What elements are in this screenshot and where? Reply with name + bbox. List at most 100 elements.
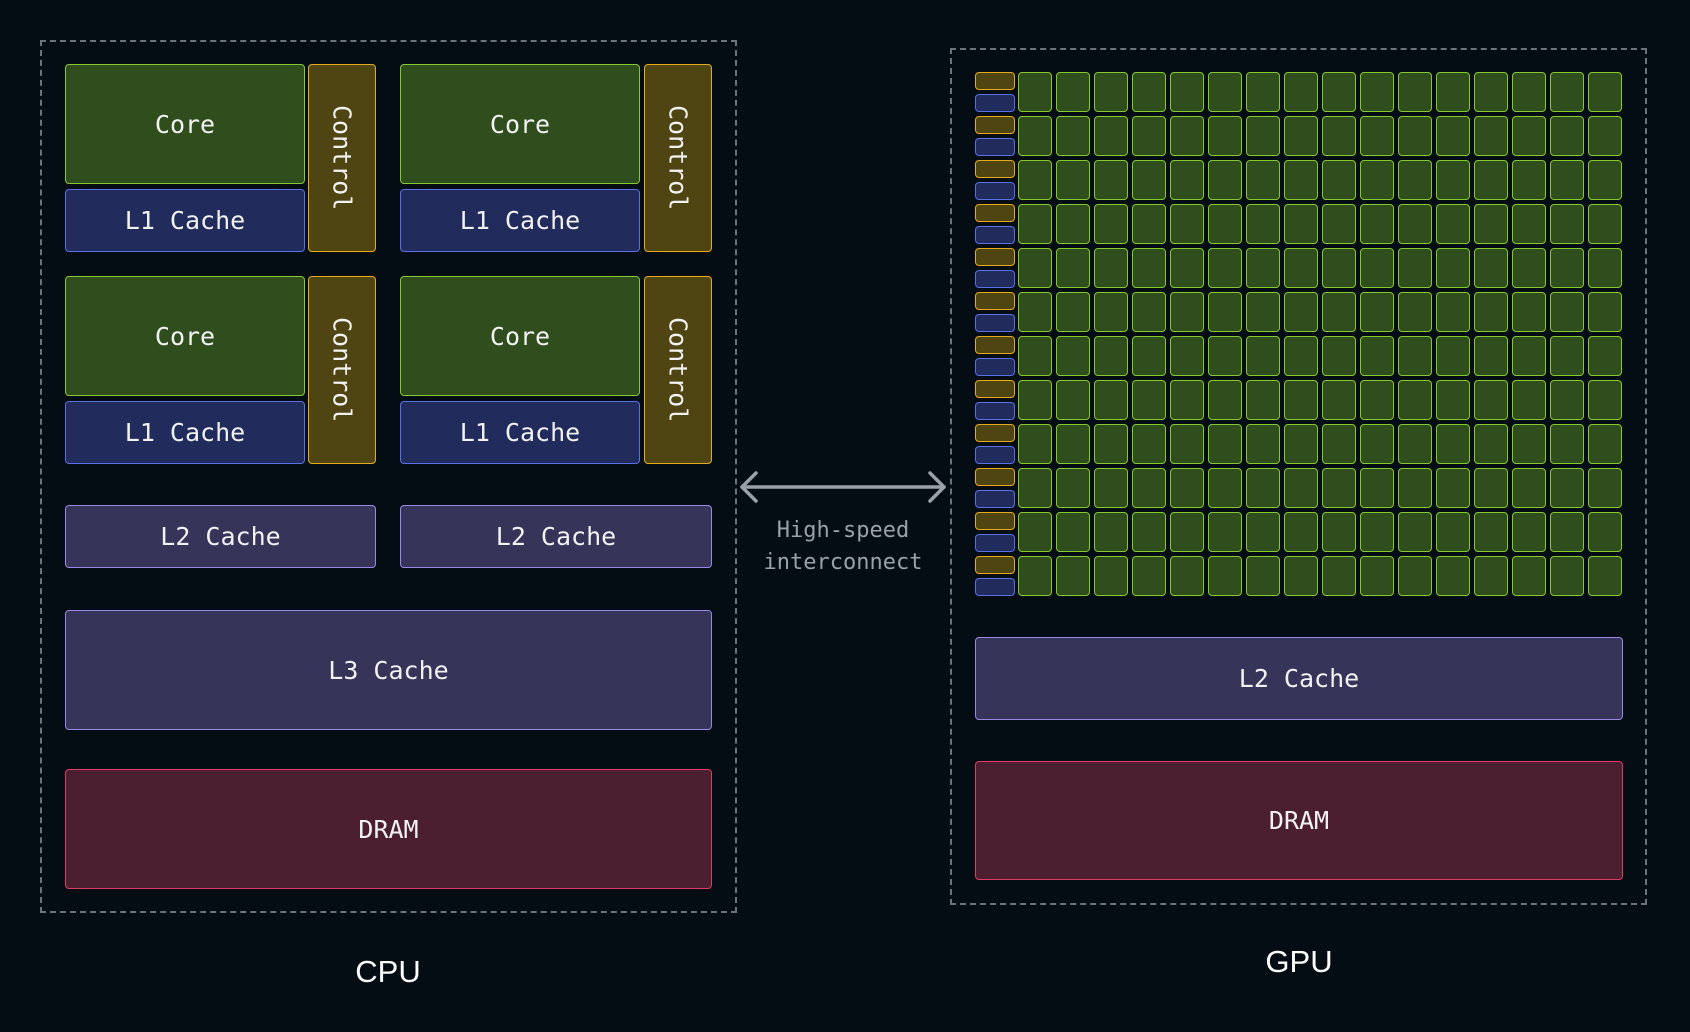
gpu-core xyxy=(1322,336,1356,376)
gpu-core xyxy=(1170,336,1204,376)
gpu-core xyxy=(1512,468,1546,508)
gpu-control-unit xyxy=(975,380,1015,398)
l1-label: L1 Cache xyxy=(124,418,246,447)
gpu-core xyxy=(1550,116,1584,156)
gpu-core xyxy=(1398,160,1432,200)
gpu-core xyxy=(1284,116,1318,156)
gpu-core xyxy=(1094,556,1128,596)
gpu-core xyxy=(1170,292,1204,332)
gpu-core xyxy=(1550,72,1584,112)
l2-label: L2 Cache xyxy=(160,522,281,551)
gpu-core xyxy=(1474,424,1508,464)
gpu-l1-cache-unit xyxy=(975,402,1015,420)
gpu-core xyxy=(1436,424,1470,464)
gpu-core xyxy=(1132,380,1166,420)
gpu-core xyxy=(1246,248,1280,288)
gpu-core xyxy=(1246,336,1280,376)
gpu-core xyxy=(1284,160,1318,200)
core-label: Core xyxy=(154,321,216,351)
gpu-core xyxy=(1398,556,1432,596)
gpu-dram: DRAM xyxy=(975,761,1623,880)
gpu-l1-cache-unit xyxy=(975,490,1015,508)
gpu-core xyxy=(1208,336,1242,376)
gpu-core xyxy=(1132,556,1166,596)
gpu-core xyxy=(1284,468,1318,508)
cpu-control-1: Control xyxy=(308,64,376,252)
gpu-core xyxy=(1436,204,1470,244)
gpu-core xyxy=(1436,248,1470,288)
gpu-core xyxy=(1474,380,1508,420)
gpu-control-unit xyxy=(975,292,1015,310)
gpu-control-unit xyxy=(975,160,1015,178)
gpu-core xyxy=(1170,160,1204,200)
gpu-core xyxy=(1018,204,1052,244)
gpu-control-unit xyxy=(975,556,1015,574)
gpu-core xyxy=(1550,336,1584,376)
gpu-core xyxy=(1474,556,1508,596)
gpu-core xyxy=(1512,512,1546,552)
gpu-core xyxy=(1284,204,1318,244)
cpu-l3-cache: L3 Cache xyxy=(65,610,712,730)
gpu-control-unit xyxy=(975,336,1015,354)
gpu-control-unit xyxy=(975,248,1015,266)
gpu-core xyxy=(1550,380,1584,420)
gpu-control-unit xyxy=(975,204,1015,222)
gpu-l1-cache-unit xyxy=(975,358,1015,376)
l3-label: L3 Cache xyxy=(328,655,449,685)
gpu-l1-cache-unit xyxy=(975,578,1015,596)
gpu-core xyxy=(1398,468,1432,508)
gpu-control-unit xyxy=(975,468,1015,486)
gpu-core xyxy=(1094,160,1128,200)
gpu-core xyxy=(1474,116,1508,156)
gpu-core xyxy=(1512,556,1546,596)
gpu-core xyxy=(1322,380,1356,420)
gpu-core xyxy=(1170,116,1204,156)
gpu-control-unit xyxy=(975,512,1015,530)
gpu-core xyxy=(1550,248,1584,288)
gpu-core xyxy=(1094,292,1128,332)
gpu-core xyxy=(1588,160,1622,200)
dram-label: DRAM xyxy=(358,814,419,844)
gpu-core xyxy=(1322,72,1356,112)
gpu-core xyxy=(1322,248,1356,288)
gpu-core xyxy=(1398,116,1432,156)
gpu-core xyxy=(1246,468,1280,508)
control-label: Control xyxy=(327,317,357,423)
cpu-core-2: Core xyxy=(400,64,640,184)
gpu-core xyxy=(1436,556,1470,596)
gpu-core xyxy=(1436,72,1470,112)
gpu-core xyxy=(1056,204,1090,244)
dram-label: DRAM xyxy=(1268,806,1330,835)
gpu-core xyxy=(1170,248,1204,288)
gpu-core xyxy=(1588,556,1622,596)
gpu-core xyxy=(1512,336,1546,376)
l2-label: L2 Cache xyxy=(495,522,617,551)
gpu-core xyxy=(1208,424,1242,464)
gpu-core xyxy=(1208,512,1242,552)
gpu-core xyxy=(1056,424,1090,464)
gpu-core xyxy=(1132,204,1166,244)
gpu-core xyxy=(1322,292,1356,332)
gpu-core xyxy=(1512,160,1546,200)
gpu-core xyxy=(1588,292,1622,332)
cpu-l1-cache-1: L1 Cache xyxy=(65,189,305,252)
core-label: Core xyxy=(489,321,551,351)
gpu-core xyxy=(1170,556,1204,596)
gpu-core xyxy=(1398,292,1432,332)
gpu-core xyxy=(1132,292,1166,332)
gpu-core xyxy=(1094,512,1128,552)
gpu-core xyxy=(1588,248,1622,288)
gpu-core xyxy=(1208,556,1242,596)
gpu-core xyxy=(1208,380,1242,420)
gpu-core xyxy=(1018,336,1052,376)
gpu-core xyxy=(1360,248,1394,288)
gpu-core xyxy=(1132,424,1166,464)
gpu-core xyxy=(1360,160,1394,200)
gpu-core xyxy=(1246,292,1280,332)
gpu-core xyxy=(1018,72,1052,112)
cpu-boundary xyxy=(40,40,737,913)
gpu-core xyxy=(1284,336,1318,376)
gpu-core xyxy=(1056,160,1090,200)
gpu-core xyxy=(1246,204,1280,244)
cpu-core-4: Core xyxy=(400,276,640,396)
